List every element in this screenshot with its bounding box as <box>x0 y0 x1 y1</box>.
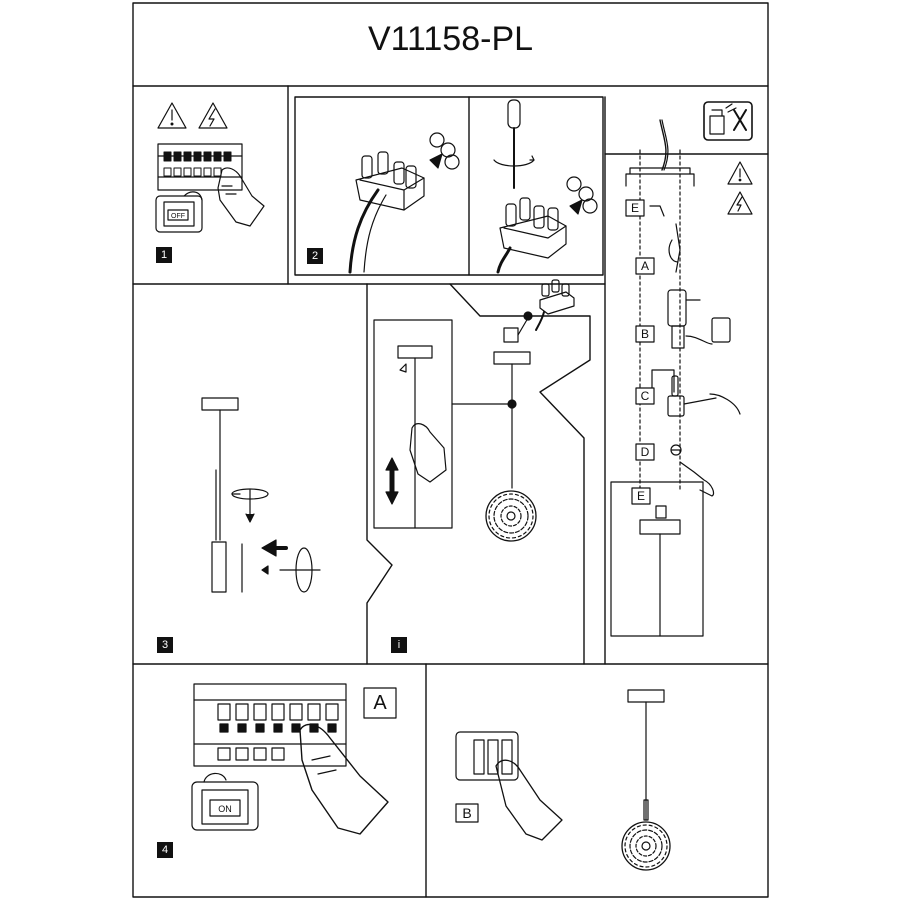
label-b: B <box>640 327 649 341</box>
off-label: OFF <box>171 213 185 220</box>
panel-2-wiring <box>348 99 598 274</box>
bracket-icon <box>625 167 695 187</box>
hand-icon-switch <box>495 759 563 841</box>
terminal-block-icon <box>355 151 425 211</box>
step-badge-3: 3 <box>157 637 173 653</box>
label-c: C <box>640 389 650 403</box>
hand-icon <box>217 167 265 227</box>
canopy-icon-2 <box>639 519 681 535</box>
panel-4-switch-on: ON <box>191 683 671 871</box>
fixture-clamp-icon <box>211 541 227 593</box>
label-a: A <box>640 259 649 273</box>
caution-triangle-icon <box>157 102 187 129</box>
light-switch-plate-icon <box>455 731 519 781</box>
wall-switch-off-icon: OFF <box>155 191 203 233</box>
pendant-globe-icon-2 <box>621 821 671 871</box>
hand-icon-large <box>299 723 389 835</box>
breaker-panel-icon <box>157 143 243 191</box>
label-d: D <box>640 445 650 459</box>
no-cleaning-spray-icon <box>703 101 753 141</box>
product-code-title: V11158-PL <box>367 20 534 58</box>
on-label: ON <box>218 804 232 814</box>
label-box-a: A <box>373 692 387 714</box>
connector-icon <box>535 279 575 331</box>
step-badge-4: 4 <box>157 842 173 858</box>
canopy-icon-3 <box>627 689 665 703</box>
caution-triangle-icon-2 <box>727 161 753 185</box>
panel-mounting <box>610 101 753 637</box>
panel-1-switch-off: OFF <box>155 102 265 233</box>
cable-icon <box>348 188 380 274</box>
canopy-icon <box>201 397 239 411</box>
breaker-panel-icon-large <box>193 683 347 767</box>
label-box-b: B <box>462 805 472 821</box>
step-badge-1: 1 <box>156 247 172 263</box>
hammer-icon <box>667 393 741 417</box>
high-voltage-icon-2 <box>727 191 753 215</box>
voltage-tester-icon <box>668 223 681 273</box>
wall-switch-on-icon: ON <box>191 772 259 831</box>
label-e-top: E <box>630 201 639 215</box>
info-badge: i <box>391 637 407 653</box>
drill-icon <box>667 289 731 349</box>
frame-grid <box>132 2 769 898</box>
info-panel <box>373 279 575 542</box>
high-voltage-icon <box>198 102 228 129</box>
terminal-block-icon-2 <box>496 197 567 274</box>
screwdriver-icon <box>493 99 535 189</box>
info-inset <box>373 319 453 529</box>
screwdriver-icon-2 <box>679 461 715 497</box>
step-badge-2: 2 <box>307 248 323 264</box>
pendant-globe-icon <box>485 490 537 542</box>
panel-3-height-adjust <box>201 397 321 593</box>
hand-icon-info <box>409 423 447 483</box>
label-e-bottom: E <box>636 489 645 503</box>
